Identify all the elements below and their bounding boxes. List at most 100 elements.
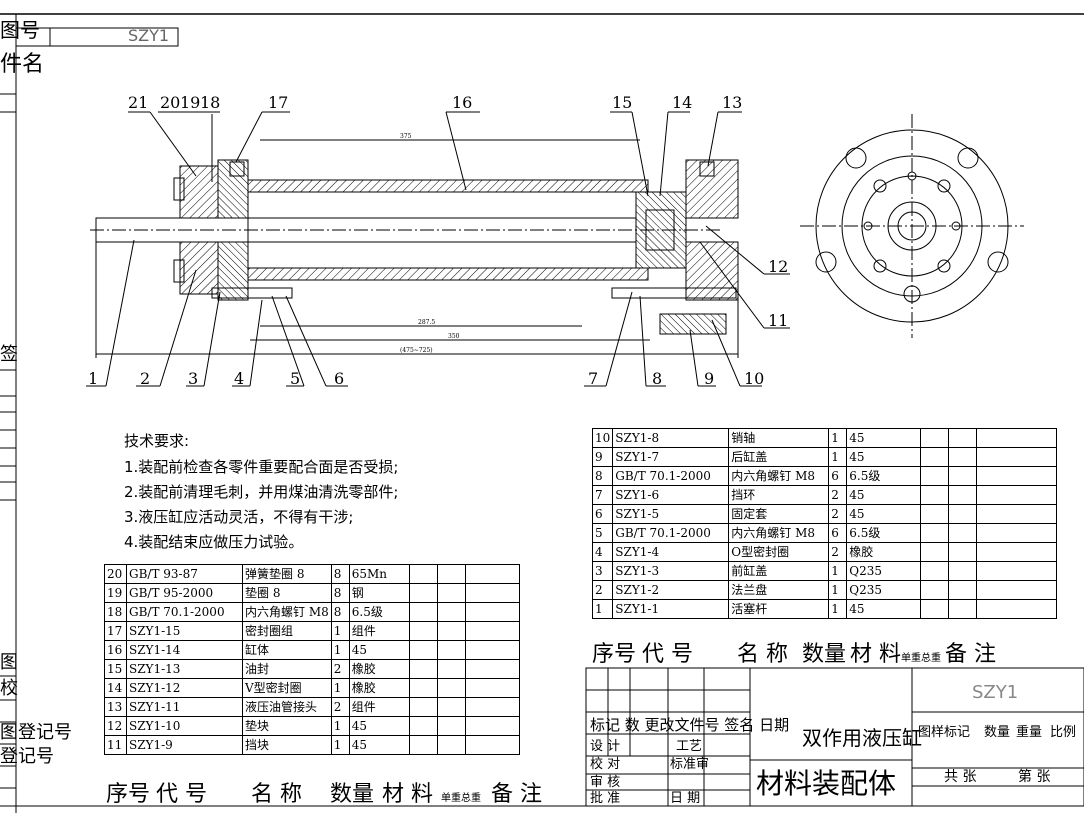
bom-cell-qty: 2	[828, 485, 848, 505]
callout-14: 14	[672, 93, 692, 112]
callout-4: 4	[234, 369, 244, 388]
bom-cell-no: 1	[591, 599, 614, 619]
bom-cell-name: 内六角螺钉 M8	[728, 523, 830, 543]
bom-cell-mat: 45	[846, 599, 922, 619]
bom-cell-code: SZY1-2	[612, 580, 730, 600]
bom-cell-blank	[408, 564, 438, 584]
bom-cell-mat: 45	[348, 735, 410, 755]
callout-numbers: 21 20 19 18 17 16 15 14 13 12 11 1 2 3 4…	[88, 93, 788, 388]
bom-cell-no: 5	[591, 523, 614, 543]
bom-col-unit: 单重	[901, 653, 922, 664]
bom-col-no: 序号	[106, 782, 151, 807]
callout-21: 21	[128, 93, 148, 112]
check-label: 校 对	[590, 757, 621, 772]
bom-cell-blank	[920, 428, 950, 448]
end-view	[800, 114, 1024, 338]
side-sign-label: 签	[0, 344, 18, 365]
bom-cell-blank	[920, 561, 950, 581]
bom-cell-blank	[920, 466, 950, 486]
bom-cell-blank	[408, 602, 438, 622]
bom-cell-name: 销轴	[728, 428, 830, 448]
bom-cell-blank	[408, 640, 438, 660]
bom-cell-blank	[408, 659, 438, 679]
bom-cell-blank	[436, 697, 466, 717]
bom-cell-name: 挡环	[728, 485, 830, 505]
bom-cell-qty: 1	[828, 447, 848, 467]
sheet-no: 第 张	[1018, 769, 1051, 785]
bom-cell-qty: 1	[330, 735, 350, 755]
bom-cell-blank	[976, 466, 1058, 486]
bom-cell-mat: 65Mn	[348, 564, 410, 584]
bom-cell-no: 17	[104, 621, 127, 641]
bom-cell-mat: 45	[846, 504, 922, 524]
drawing-code: SZY1	[972, 682, 1019, 703]
bom-cell-blank	[976, 523, 1058, 543]
bom-cell-blank	[948, 523, 978, 543]
bom-col-no: 序号	[592, 642, 637, 667]
bom-cell-blank	[976, 428, 1058, 448]
bom-cell-qty: 1	[828, 561, 848, 581]
callout-12: 12	[768, 257, 788, 276]
section-view	[90, 139, 739, 358]
requirement-2: 2.装配前清理毛刺，并用煤油清洗零部件;	[124, 483, 399, 501]
bom-cell-qty: 8	[330, 564, 350, 584]
title-block-frame	[585, 667, 1084, 807]
callout-2: 2	[140, 369, 150, 388]
bom-cell-code: GB/T 70.1-2000	[126, 602, 243, 622]
bom-cell-blank	[948, 542, 978, 562]
bom-cell-name: 内六角螺钉 M8	[728, 466, 830, 486]
bom-cell-no: 16	[104, 640, 127, 660]
bom-cell-code: GB/T 95-2000	[126, 583, 243, 603]
bom-cell-blank	[948, 466, 978, 486]
callout-6: 6	[334, 369, 344, 388]
bom-col-note: 备 注	[945, 642, 997, 667]
review-label: 审 核	[590, 775, 621, 790]
callout-7: 7	[588, 369, 598, 388]
bom-col-note: 备 注	[491, 782, 543, 807]
bom-cell-blank	[920, 447, 950, 467]
bom-cell-blank	[920, 504, 950, 524]
bom-cell-blank	[436, 640, 466, 660]
bom-cell-blank	[436, 621, 466, 641]
bom-cell-no: 13	[104, 697, 127, 717]
bom-col-qty: 数量	[802, 642, 847, 667]
callout-8: 8	[652, 369, 662, 388]
bom-cell-blank	[436, 564, 466, 584]
bom-cell-no: 6	[591, 504, 614, 524]
bom-cell-blank	[464, 697, 520, 717]
bom-col-code: 代 号	[642, 642, 694, 667]
dim-range: (475~725)	[400, 347, 433, 354]
stage-label: 图样标记	[918, 725, 971, 740]
bom-cell-blank	[436, 716, 466, 736]
bom-cell-no: 11	[104, 735, 127, 755]
drawing-no-label: 图号	[0, 18, 40, 42]
bom-cell-qty: 2	[330, 659, 350, 679]
bom-cell-code: SZY1-14	[126, 640, 243, 660]
approve-label: 批 准	[590, 791, 621, 806]
bom-cell-mat: 组件	[348, 697, 410, 717]
bom-cell-blank	[948, 561, 978, 581]
bom-cell-code: SZY1-7	[612, 447, 730, 467]
bom-cell-blank	[408, 697, 438, 717]
bom-cell-no: 8	[591, 466, 614, 486]
bom-cell-blank	[436, 583, 466, 603]
bom-col-total: 总重	[921, 653, 942, 664]
bom-cell-code: SZY1-8	[612, 428, 730, 448]
bom-cell-no: 9	[591, 447, 614, 467]
bom-cell-qty: 8	[330, 602, 350, 622]
bom-cell-no: 2	[591, 580, 614, 600]
requirement-1: 1.装配前检查各零件重要配合面是否受损;	[124, 458, 399, 476]
bom-cell-blank	[976, 542, 1058, 562]
bom-cell-blank	[948, 504, 978, 524]
bom-cell-blank	[948, 485, 978, 505]
bom-cell-name: 液压油管接头	[242, 697, 332, 717]
bom-col-mat: 材 料	[850, 642, 902, 667]
bom-cell-no: 18	[104, 602, 127, 622]
bom-cell-mat: 6.5级	[846, 523, 922, 543]
bom-cell-blank	[464, 621, 520, 641]
